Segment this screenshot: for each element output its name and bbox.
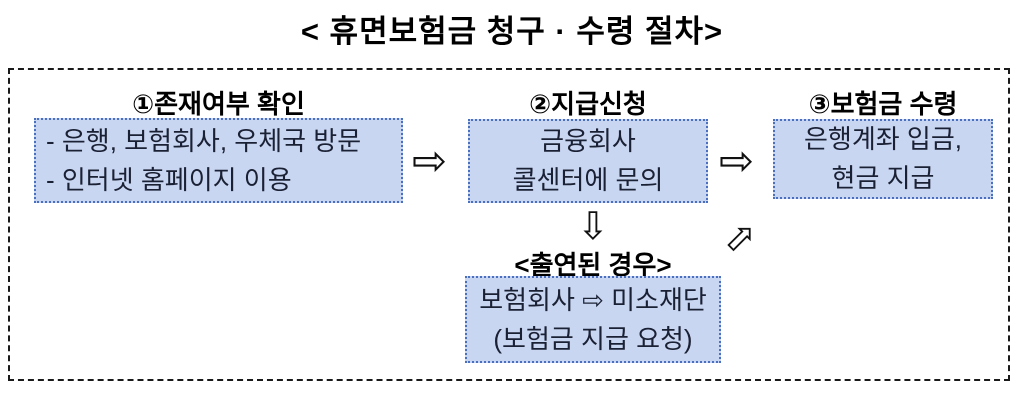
donated-case-line1: 보험회사 ⇨ 미소재단 [479, 284, 707, 315]
donated-case-line2: (보험금 지급 요청) [493, 323, 693, 354]
step3-line1: 은행계좌 입금, [804, 124, 962, 154]
step2-box: 금융회사 콜센터에 문의 [468, 119, 708, 203]
diagram-title: < 휴면보험금 청구 · 수령 절차> [300, 14, 724, 49]
step1-line1: - 은행, 보험회사, 우체국 방문 [46, 125, 362, 156]
right-arrow-icon: ⇨ [719, 136, 755, 185]
step1-header: ①존재여부 확인 [132, 89, 305, 119]
step1-line2: - 인터넷 홈페이지 이용 [46, 164, 292, 195]
donated-case-header: <출연된 경우> [514, 250, 672, 280]
down-arrow-icon: ⇩ [577, 204, 609, 248]
outer-dashed-frame [8, 68, 1010, 381]
step3-line2: 현금 지급 [831, 163, 935, 193]
donated-case-box: 보험회사 ⇨ 미소재단 (보험금 지급 요청) [465, 276, 721, 363]
step1-box: - 은행, 보험회사, 우체국 방문 - 인터넷 홈페이지 이용 [34, 118, 403, 203]
right-arrow-icon: ⇨ [412, 136, 448, 185]
step2-line1: 금융회사 [540, 126, 636, 156]
step3-header: ③보험금 수령 [808, 89, 958, 119]
step2-line2: 콜센터에 문의 [512, 165, 664, 195]
step2-header: ②지급신청 [529, 89, 647, 119]
step3-box: 은행계좌 입금, 현금 지급 [773, 119, 993, 199]
